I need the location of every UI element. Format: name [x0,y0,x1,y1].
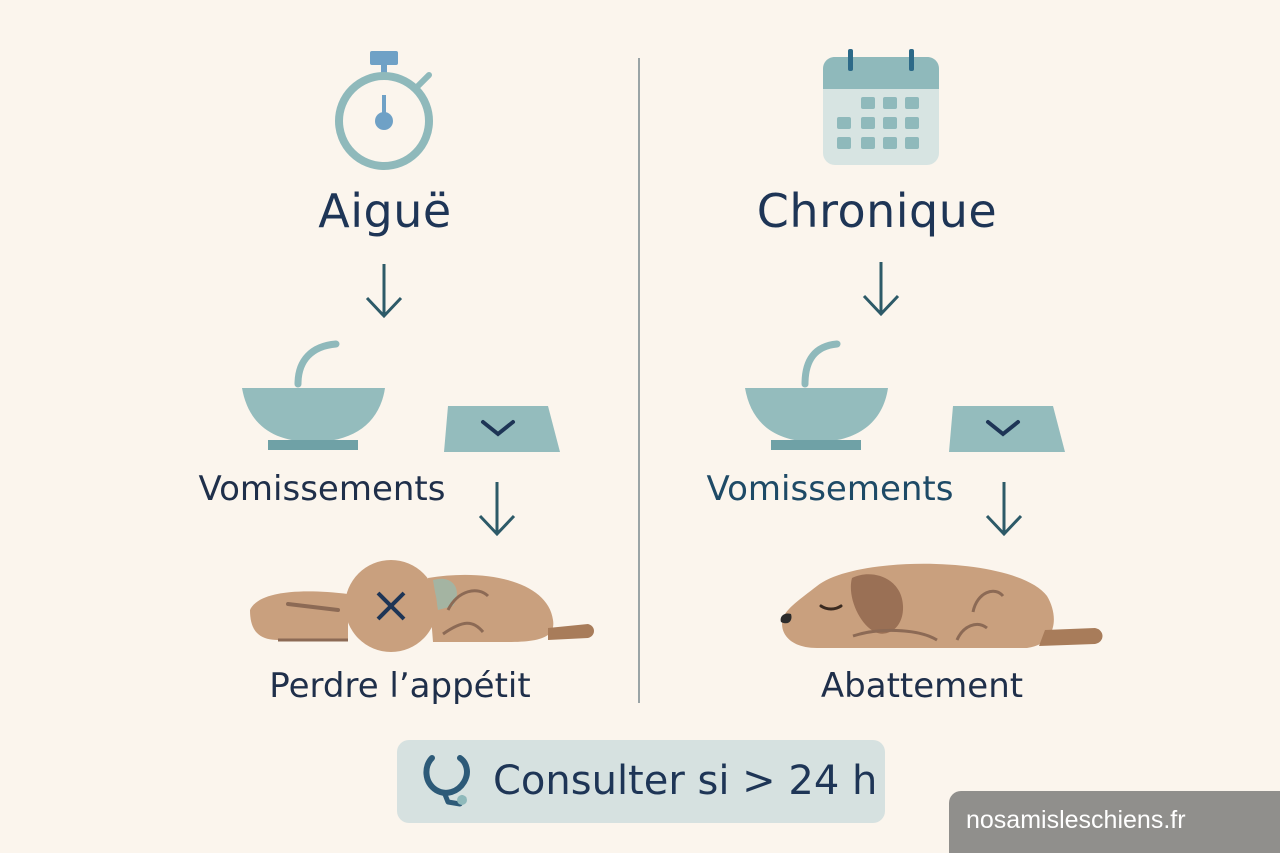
watermark-text: nosamisleschiens.fr [966,806,1186,834]
calendar-icon [823,49,939,165]
arrow-down-icon [365,264,403,319]
acute-title: Aiguë [318,184,452,238]
bowl-icon [242,340,385,450]
acute-outcome-label: Perdre l’appétit [269,666,531,706]
chronic-outcome-label: Abattement [820,666,1024,706]
column-divider [638,58,640,703]
tired-dog-icon [780,563,1103,648]
sick-dog-icon [250,560,594,652]
stopwatch-icon [335,51,433,170]
arrow-down-icon [478,482,516,537]
chronic-title: Chronique [756,184,998,238]
arrow-down-icon [862,262,900,317]
bowl-icon [745,340,888,450]
consult-callout: Consulter si > 24 h [397,740,885,823]
chronic-symptom-label: Vomissements [706,469,954,509]
consult-label: Consulter si > 24 h [493,758,878,804]
arrow-down-icon [985,482,1023,537]
food-tray-icon [444,406,560,452]
acute-symptom-label: Vomissements [198,469,446,509]
stethoscope-icon [423,755,470,807]
food-tray-icon [949,406,1065,452]
watermark: nosamisleschiens.fr [949,791,1280,853]
